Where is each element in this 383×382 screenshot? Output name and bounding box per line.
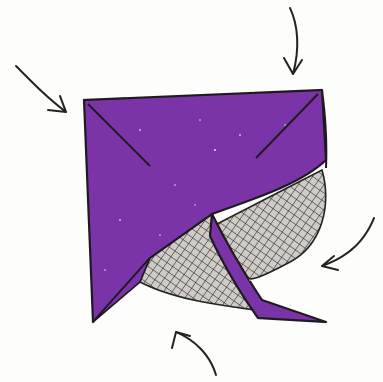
arrow-bottom — [172, 332, 216, 375]
arrow-top-left — [16, 66, 66, 112]
arrow-top-right — [284, 8, 302, 74]
arrow-right — [322, 218, 374, 270]
